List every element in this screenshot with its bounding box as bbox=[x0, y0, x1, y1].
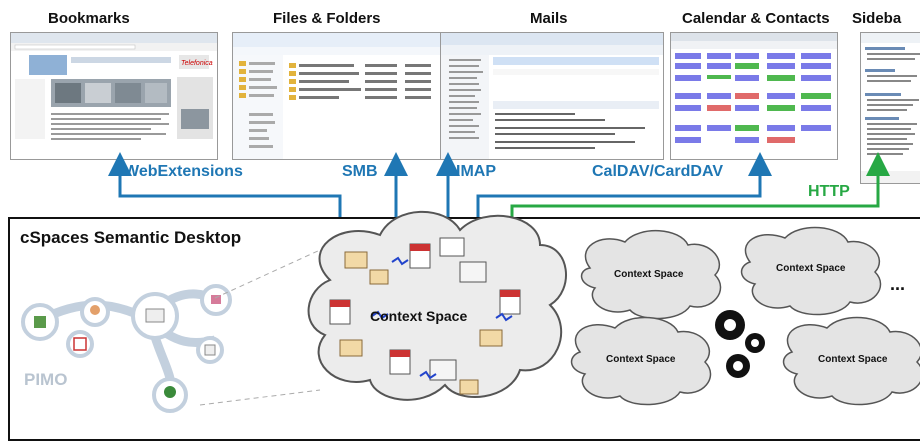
file-explorer-image bbox=[233, 33, 440, 159]
desktop-title: cSpaces Semantic Desktop bbox=[20, 228, 242, 247]
cloud-items bbox=[329, 237, 521, 395]
small-context-space-label: Context Space bbox=[614, 269, 684, 280]
small-context-space-label: Context Space bbox=[818, 354, 888, 365]
small-context-space-label: Context Space bbox=[776, 263, 846, 274]
small-context-space-label: Context Space bbox=[606, 354, 676, 365]
link-icons bbox=[371, 256, 513, 380]
files-folders-screenshot bbox=[232, 32, 441, 160]
gear-icons bbox=[715, 310, 765, 378]
http-label: HTTP bbox=[808, 183, 850, 200]
book-icon bbox=[34, 316, 46, 328]
smb-label: SMB bbox=[342, 163, 378, 180]
calendar-app-image bbox=[671, 33, 837, 143]
more-ellipsis: ... bbox=[890, 274, 906, 294]
small-cloud-1 bbox=[580, 230, 722, 320]
caldav-carddav-label: CalDAV/CardDAV bbox=[592, 163, 723, 180]
calendar-contacts-screenshot bbox=[670, 32, 838, 160]
browser-window-image: Telefonica bbox=[11, 33, 217, 140]
bookmarks-title: Bookmarks bbox=[48, 10, 130, 27]
person-icon bbox=[90, 305, 100, 315]
contact-icon bbox=[164, 386, 176, 398]
context-space-cloud bbox=[307, 210, 567, 401]
small-context-spaces bbox=[570, 226, 920, 406]
sidebar-title: Sideba bbox=[852, 10, 902, 27]
files-folders-title: Files & Folders bbox=[273, 10, 381, 27]
imap-label: IMAP bbox=[456, 163, 496, 180]
bookmarks-screenshot: Telefonica bbox=[10, 32, 218, 160]
mail-icon bbox=[145, 308, 165, 323]
desktop-graphics bbox=[21, 210, 920, 413]
folder-icon bbox=[211, 295, 221, 304]
small-cloud-3 bbox=[570, 316, 712, 406]
context-space-label: Context Space bbox=[370, 308, 468, 324]
calendar-icon bbox=[73, 337, 87, 351]
pimo-label: PIMO bbox=[24, 370, 68, 389]
mail-client-image bbox=[441, 33, 663, 159]
mails-title: Mails bbox=[530, 10, 568, 27]
webextensions-label: WebExtensions bbox=[124, 163, 243, 180]
mails-screenshot bbox=[440, 32, 664, 160]
small-cloud-2 bbox=[740, 226, 882, 316]
doc-icon bbox=[204, 344, 216, 356]
svg-text:Telefonica: Telefonica bbox=[181, 60, 213, 67]
calendar-contacts-title: Calendar & Contacts bbox=[682, 10, 830, 27]
